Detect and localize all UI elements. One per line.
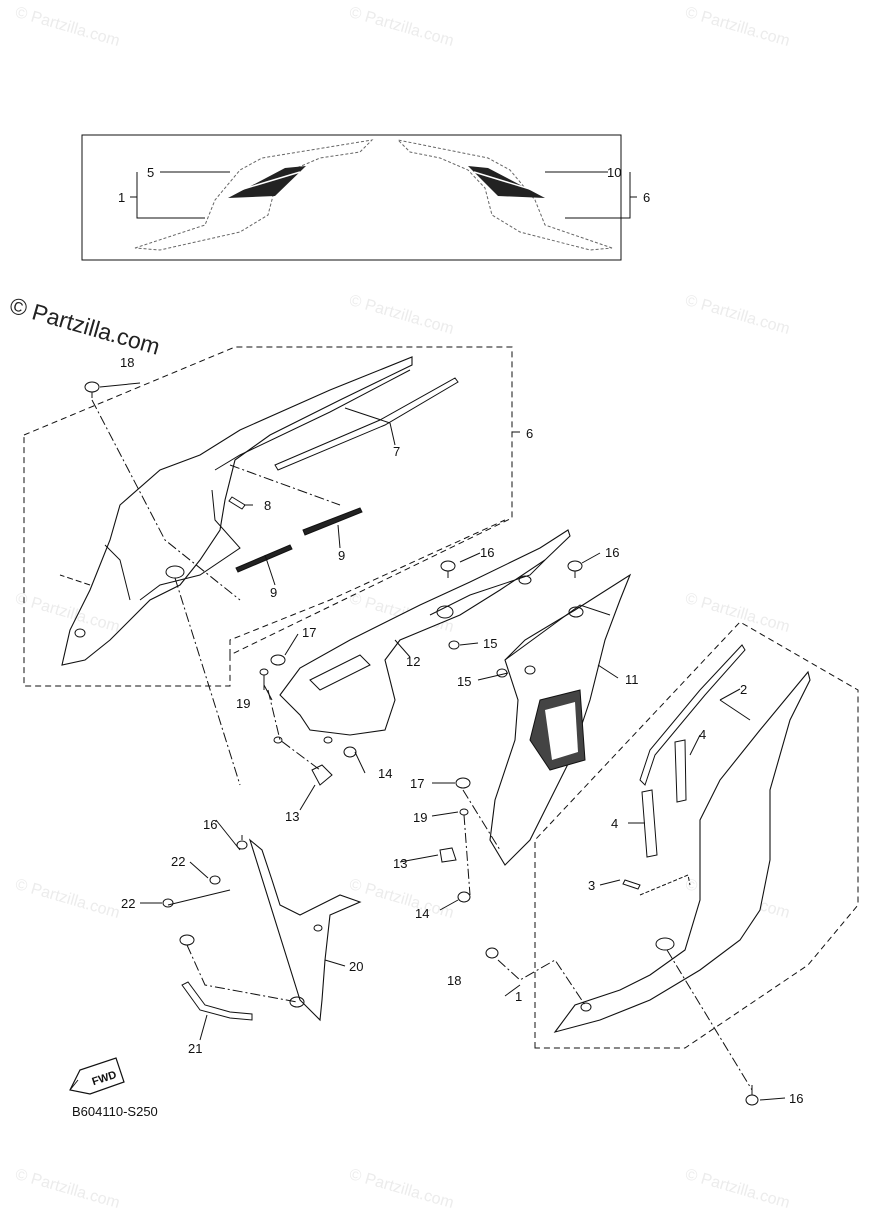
callout-11: 11 — [625, 672, 639, 687]
callout-12: 12 — [406, 654, 420, 669]
callout-1-inset: 1 — [118, 190, 125, 205]
bolt-18-upper — [84, 381, 241, 601]
callout-17b: 17 — [410, 776, 424, 791]
hardware — [162, 560, 759, 1106]
callout-18-lower: 18 — [447, 973, 461, 988]
strip-3 — [622, 879, 641, 890]
callout-3: 3 — [588, 878, 595, 893]
cowl-20 — [179, 838, 362, 1022]
callout-22b: 22 — [121, 896, 135, 911]
strip-7 — [274, 377, 459, 471]
callout-16b: 16 — [605, 545, 619, 560]
callout-16d: 16 — [789, 1091, 803, 1106]
callout-18-upper: 18 — [120, 355, 134, 370]
callout-labels: 1 5 10 6 18 6 7 8 9 9 16 16 15 15 11 12 … — [118, 165, 803, 1106]
callout-4a: 4 — [699, 727, 706, 742]
panel-12 — [273, 529, 571, 744]
side-cover-left — [59, 356, 413, 666]
callout-13b: 13 — [393, 856, 407, 871]
callout-20: 20 — [349, 959, 363, 974]
callout-16a: 16 — [480, 545, 494, 560]
panel-11 — [489, 573, 632, 866]
strip-2 — [639, 644, 746, 786]
callout-6-inset: 6 — [643, 190, 650, 205]
callout-15b: 15 — [457, 674, 471, 689]
strip-9b — [235, 544, 293, 573]
callout-6: 6 — [526, 426, 533, 441]
strip-4b — [641, 789, 658, 858]
callout-13a: 13 — [285, 809, 299, 824]
group-6-outline — [23, 346, 520, 687]
strip-4a — [674, 739, 687, 803]
callout-19b: 19 — [413, 810, 427, 825]
callout-leaders — [99, 382, 786, 1101]
callout-10: 10 — [607, 165, 621, 180]
callout-2: 2 — [740, 682, 747, 697]
callout-14b: 14 — [415, 906, 429, 921]
callout-17a: 17 — [302, 625, 316, 640]
callout-7: 7 — [393, 444, 400, 459]
callout-21: 21 — [188, 1041, 202, 1056]
group-1-outline — [534, 621, 859, 1049]
callout-22a: 22 — [171, 854, 185, 869]
callout-14a: 14 — [378, 766, 392, 781]
strip-9a — [302, 507, 363, 536]
diagram-code: B604110-S250 — [72, 1104, 158, 1119]
callout-8: 8 — [264, 498, 271, 513]
callout-9a: 9 — [338, 548, 345, 563]
callout-4b: 4 — [611, 816, 618, 831]
callout-16c: 16 — [203, 817, 217, 832]
callout-19a: 19 — [236, 696, 250, 711]
callout-15a: 15 — [483, 636, 497, 651]
callout-5: 5 — [147, 165, 154, 180]
trim-21 — [181, 981, 253, 1021]
side-cover-right — [553, 670, 811, 1033]
strip-8 — [228, 496, 246, 510]
callout-1: 1 — [515, 989, 522, 1004]
callout-9b: 9 — [270, 585, 277, 600]
fwd-arrow: FWD — [69, 1057, 125, 1095]
inset-box — [81, 134, 637, 261]
